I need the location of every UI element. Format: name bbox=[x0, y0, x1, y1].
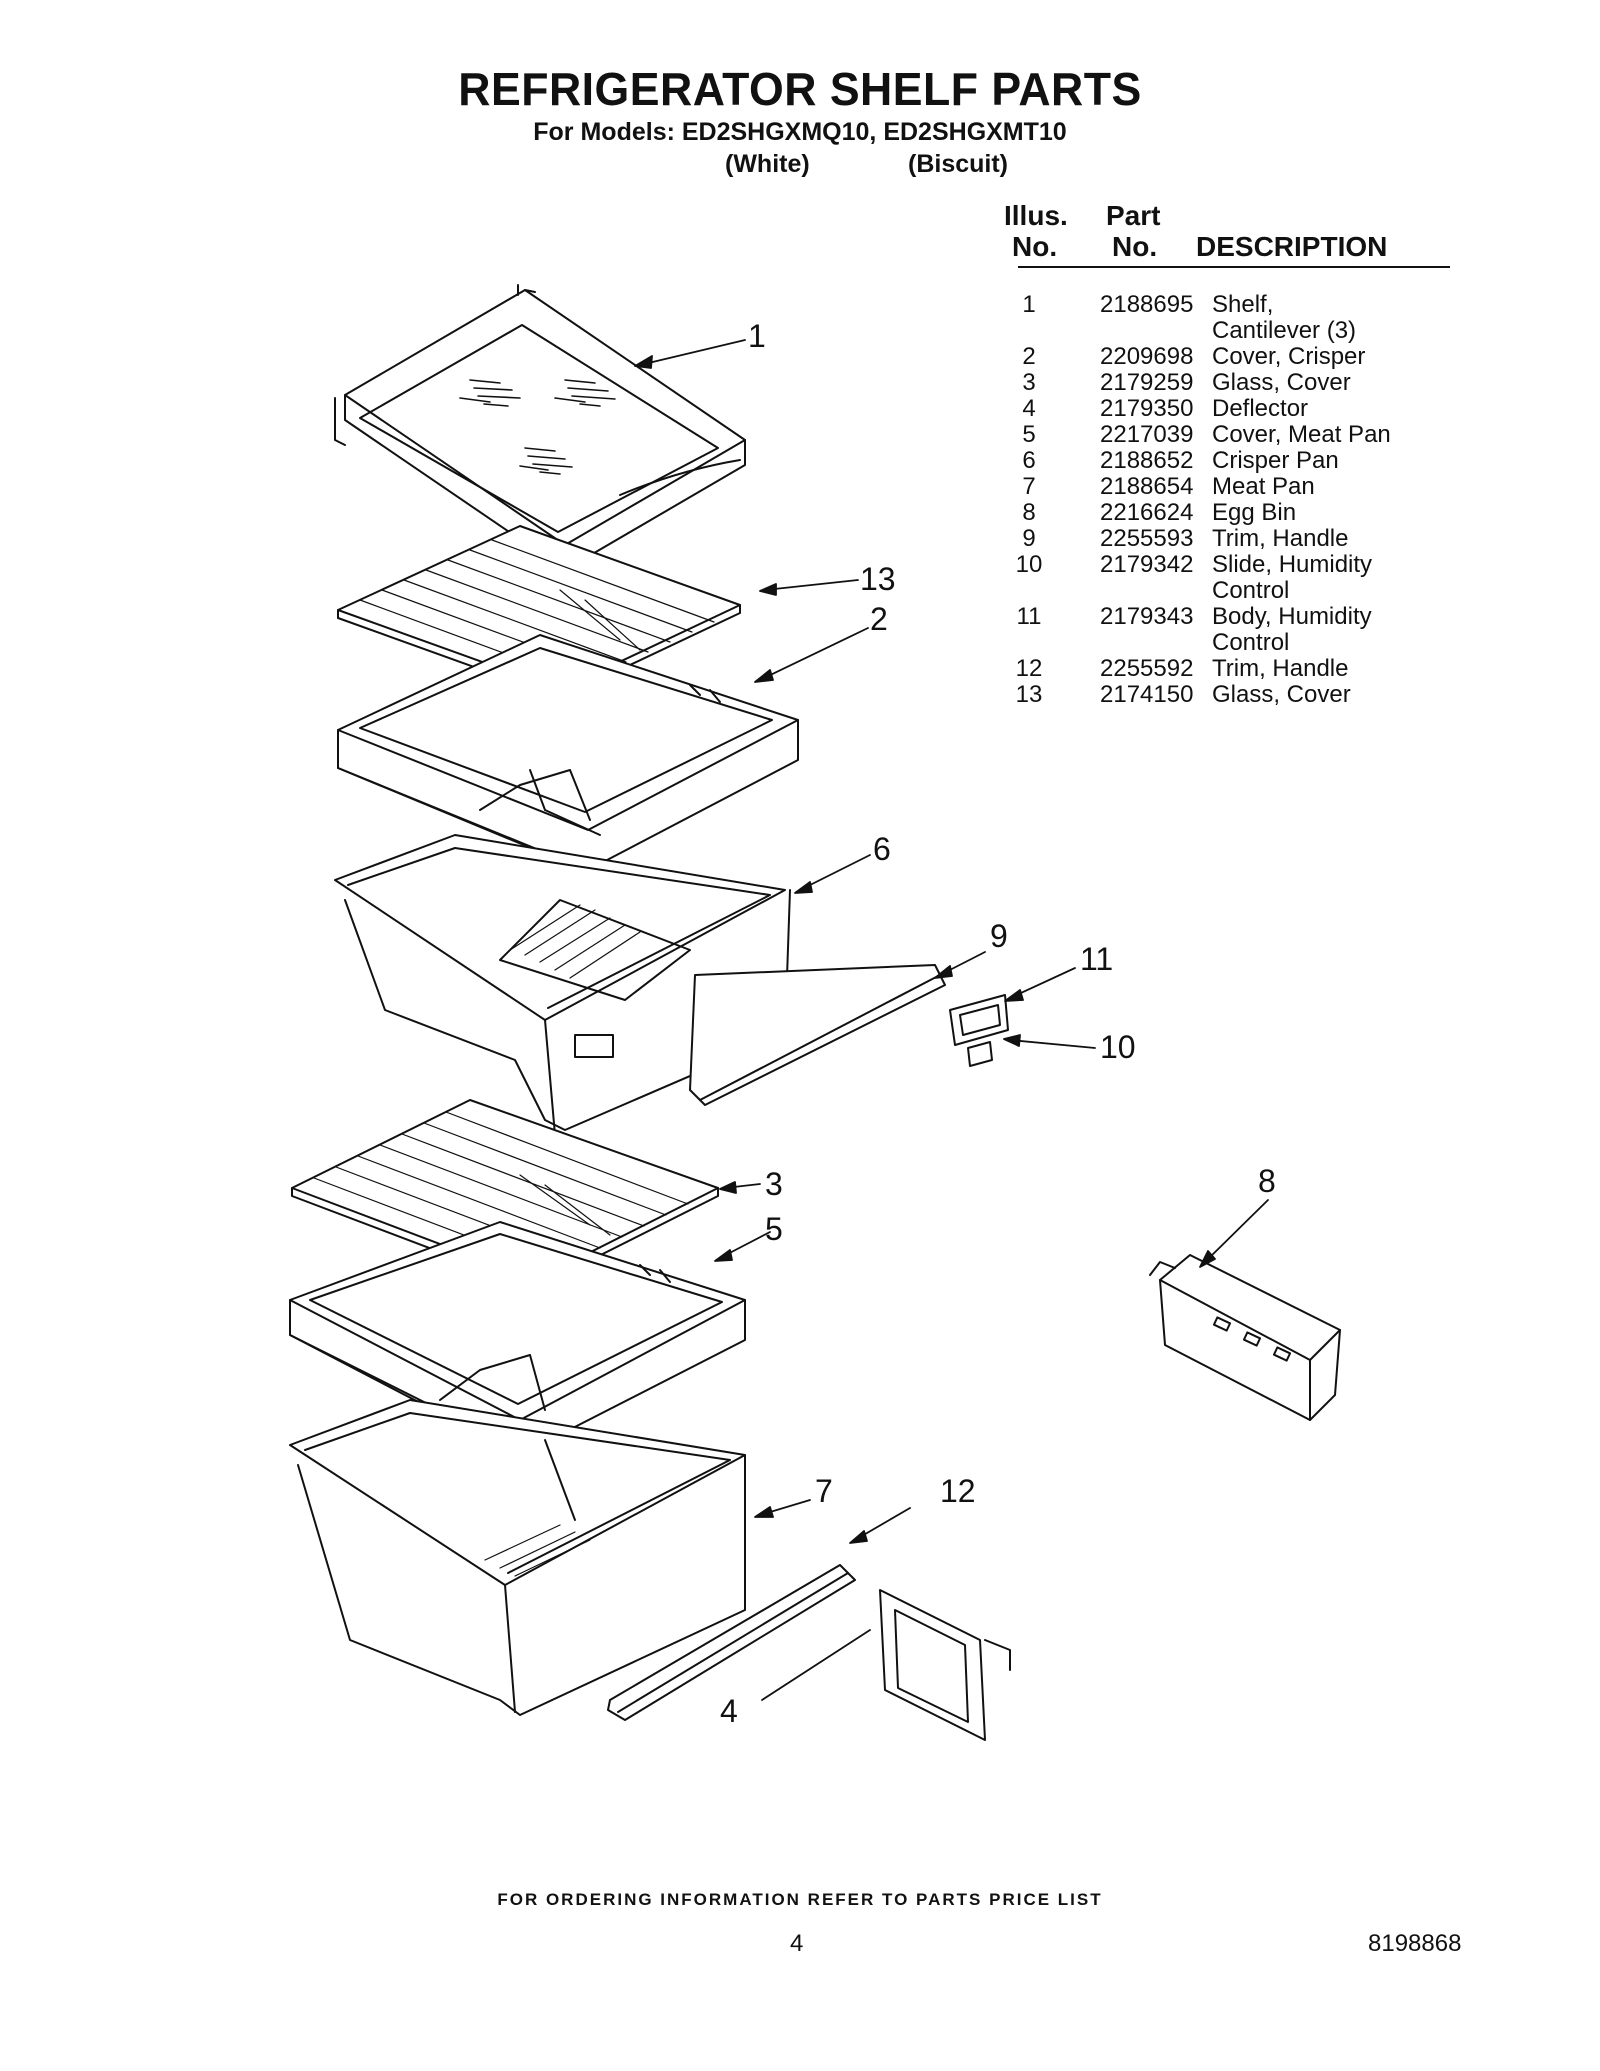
callout-5: 5 bbox=[765, 1211, 783, 1247]
callout-7: 7 bbox=[815, 1473, 833, 1509]
callout-10: 10 bbox=[1100, 1029, 1136, 1065]
leader-lines bbox=[634, 339, 1269, 1701]
col-illus-header-line1: Illus. bbox=[1004, 200, 1068, 231]
callout-1: 1 bbox=[748, 318, 766, 354]
callout-4: 4 bbox=[720, 1693, 738, 1729]
callout-8: 8 bbox=[1258, 1163, 1276, 1199]
callout-11: 11 bbox=[1080, 941, 1113, 977]
color-white-label: (White) bbox=[725, 150, 810, 178]
egg-bin-drawing bbox=[1149, 1254, 1341, 1421]
col-illus-header-line2: No. bbox=[1012, 231, 1058, 262]
callout-9: 9 bbox=[990, 918, 1008, 954]
col-description-header: DESCRIPTION bbox=[1196, 231, 1388, 262]
model-list: For Models: ED2SHGXMQ10, ED2SHGXMT10 bbox=[533, 118, 1067, 146]
callout-3: 3 bbox=[765, 1166, 783, 1202]
glass-cover-top-drawing bbox=[337, 525, 741, 699]
page-title: REFRIGERATOR SHELF PARTS bbox=[458, 63, 1142, 115]
header-rule bbox=[1018, 266, 1450, 268]
page-number: 4 bbox=[790, 1930, 804, 1957]
exploded-parts-diagram: 1 13 2 6 9 11 10 3 5 8 7 12 4 bbox=[289, 284, 1341, 1741]
crisper-cover-drawing bbox=[337, 634, 799, 871]
callout-6: 6 bbox=[873, 831, 891, 867]
col-part-header-line2: No. bbox=[1112, 231, 1158, 262]
meat-pan-cover-drawing bbox=[289, 1221, 746, 1456]
handle-trim-bottom-drawing bbox=[607, 1564, 856, 1721]
glass-cover-bottom-drawing bbox=[291, 1099, 719, 1289]
callout-13: 13 bbox=[860, 561, 896, 597]
deflector-drawing bbox=[879, 1589, 1011, 1741]
meat-pan-drawing bbox=[289, 1399, 746, 1716]
document-number: 8198868 bbox=[1368, 1930, 1462, 1957]
col-part-header-line1: Part bbox=[1106, 200, 1161, 231]
ordering-note: FOR ORDERING INFORMATION REFER TO PARTS … bbox=[497, 1890, 1103, 1909]
callout-2: 2 bbox=[870, 601, 888, 637]
handle-trim-top-drawing bbox=[689, 964, 946, 1106]
humidity-control-drawing bbox=[949, 994, 1009, 1067]
cantilever-shelf-drawing bbox=[334, 284, 746, 571]
callout-12: 12 bbox=[940, 1473, 976, 1509]
color-biscuit-label: (Biscuit) bbox=[908, 150, 1008, 178]
